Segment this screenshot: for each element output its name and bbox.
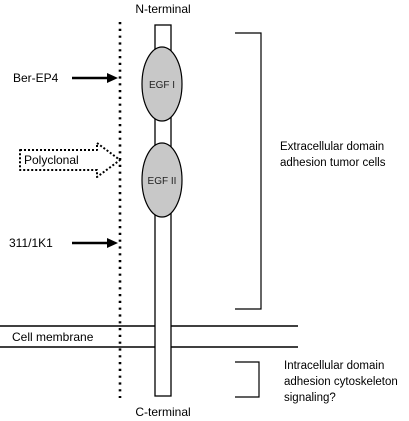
- k1-311-label: 311/1K1: [9, 236, 53, 250]
- c-terminal-label: C-terminal: [135, 405, 190, 419]
- intracellular-label-line1: Intracellular domain: [284, 360, 384, 372]
- n-terminal-label: N-terminal: [135, 2, 190, 16]
- intracellular-bracket: [235, 361, 260, 398]
- intracellular-label-line2: adhesion cytoskeleton: [284, 376, 398, 388]
- extracellular-bracket: [235, 32, 262, 310]
- egf1-label: EGF I: [149, 80, 175, 91]
- cell-membrane-label: Cell membrane: [12, 330, 94, 344]
- polyclonal-arrow-icon: [19, 142, 121, 178]
- intracellular-label-line3: signaling?: [284, 392, 336, 404]
- ber-ep4-arrow-icon: [107, 73, 118, 83]
- k1-311-arrow-icon: [107, 238, 118, 248]
- extracellular-label-line1: Extracellular domain: [280, 141, 384, 153]
- egf2-domain: [141, 142, 183, 218]
- egf2-label: EGF II: [148, 176, 177, 187]
- extracellular-label-line2: adhesion tumor cells: [280, 157, 386, 169]
- ber-ep4-label: Ber-EP4: [13, 71, 59, 85]
- polyclonal-label: Polyclonal: [24, 153, 79, 167]
- egf1-domain: [141, 46, 183, 122]
